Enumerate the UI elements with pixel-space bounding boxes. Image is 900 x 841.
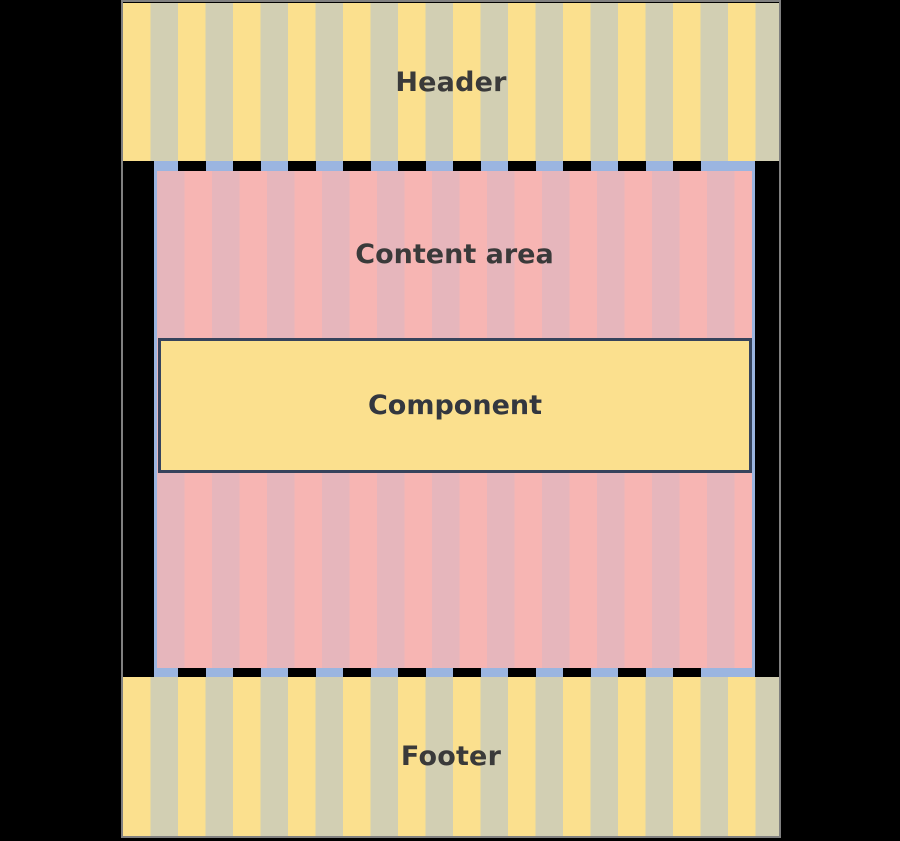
footer-region: Footer (123, 677, 779, 836)
header-region: Header (123, 3, 779, 161)
content-label-row: Content area (157, 171, 752, 338)
content-area-label: Content area (355, 239, 554, 270)
header-label: Header (395, 66, 507, 98)
footer-label: Footer (400, 741, 502, 772)
component-box[interactable]: Component (158, 338, 752, 473)
component-label: Component (367, 390, 543, 421)
page-container: Header Content area Component Footer (121, 0, 781, 838)
